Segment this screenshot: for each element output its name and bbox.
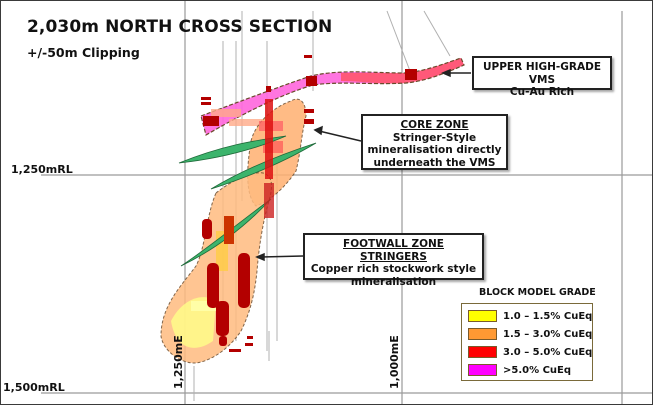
legend-label: 1.5 – 3.0% CuEq (503, 328, 593, 340)
callout-footwall-head: FOOTWALL ZONE STRINGERS (343, 238, 444, 263)
grid-lines (41, 1, 652, 404)
grade-legend: 1.0 – 1.5% CuEq 1.5 – 3.0% CuEq 3.0 – 5.… (461, 303, 593, 381)
callout-footwall-line2: mineralisation (350, 275, 437, 288)
legend-title: BLOCK MODEL GRADE (479, 287, 596, 298)
legend-label: 3.0 – 5.0% CuEq (503, 346, 593, 358)
callout-core-zone-head: CORE ZONE (400, 119, 469, 131)
me-label-1000: 1,000mE (388, 335, 401, 389)
legend-swatch-magenta (468, 364, 497, 376)
callout-core-zone-line2: mineralisation directly (367, 144, 502, 156)
legend-swatch-red (468, 346, 497, 358)
section-title: 2,030m NORTH CROSS SECTION (27, 17, 333, 37)
legend-item: 3.0 – 5.0% CuEq (468, 345, 592, 359)
legend-label: 1.0 – 1.5% CuEq (503, 310, 593, 322)
callout-footwall: FOOTWALL ZONE STRINGERS Copper rich stoc… (303, 233, 484, 288)
legend-item: 1.5 – 3.0% CuEq (468, 327, 592, 341)
legend-item: >5.0% CuEq (468, 363, 571, 377)
high-grade-intercepts (201, 55, 417, 352)
callout-core-zone: CORE ZONE Stringer-Style mineralisation … (361, 114, 508, 170)
callout-footwall-line1: Copper rich stockwork style (310, 263, 477, 275)
rl-label-1250: 1,250mRL (11, 163, 73, 176)
rl-label-1500: 1,500mRL (3, 381, 65, 394)
legend-item: 1.0 – 1.5% CuEq (468, 309, 592, 323)
green-stringers (178, 135, 317, 267)
legend-swatch-yellow (468, 310, 497, 322)
clipping-subtitle: +/-50m Clipping (27, 45, 140, 60)
callout-core-zone-line3: underneath the VMS (373, 156, 496, 169)
callout-upper-vms-body: Cu-Au Rich (509, 86, 575, 98)
legend-label: >5.0% CuEq (503, 364, 572, 376)
me-label-1250: 1,250mE (172, 335, 185, 389)
callout-upper-vms-head: UPPER HIGH-GRADE VMS (482, 61, 601, 86)
callout-core-zone-line1: Stringer-Style (392, 131, 477, 144)
legend-swatch-orange (468, 328, 497, 340)
callout-upper-vms: UPPER HIGH-GRADE VMS Cu-Au Rich (472, 56, 612, 98)
callout-arrows (255, 68, 471, 262)
